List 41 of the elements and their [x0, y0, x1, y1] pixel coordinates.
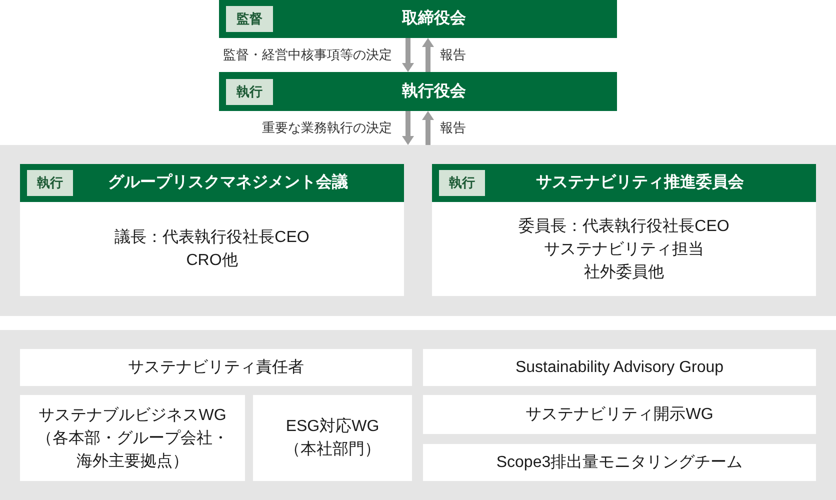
card-text: 社外委員他: [584, 262, 664, 282]
card-title: サステナビリティ推進委員会: [536, 173, 744, 193]
team-name: サステナビリティ開示WG: [526, 405, 714, 425]
card-text: 委員長：代表執行役社長CEO: [518, 216, 730, 236]
role-tag: 執行: [226, 79, 273, 105]
role-tag: 監督: [226, 6, 273, 32]
team-note: （各本部・グループ会社・海外主要拠点）: [36, 428, 230, 472]
team-name: Sustainability Advisory Group: [515, 358, 724, 378]
role-tag: 執行: [27, 170, 73, 196]
team-name: サステナビリティ責任者: [128, 358, 304, 378]
team-card: [423, 349, 816, 386]
header-bar: [219, 72, 617, 111]
team-note: （本社部門）: [284, 440, 380, 460]
card-text: CRO他: [186, 251, 238, 271]
team-card: [423, 444, 816, 481]
edge-label: 報告: [440, 46, 466, 64]
arrow: [422, 38, 434, 72]
team-card: [20, 395, 245, 481]
header-bar: [219, 0, 617, 38]
team-name: Scope3排出量モニタリングチーム: [496, 452, 743, 473]
team-name: サステナブルビジネスWG: [38, 406, 226, 426]
card-title: グループリスクマネジメント会議: [108, 173, 348, 193]
edge-label: 報告: [440, 119, 466, 137]
arrow: [402, 38, 414, 72]
arrow: [422, 111, 434, 145]
committee-card: [20, 164, 404, 296]
committee-card: [432, 164, 816, 296]
card-text: サステナビリティ担当: [544, 240, 704, 260]
role-tag: 執行: [439, 170, 485, 196]
team-name: ESG対応WG: [286, 416, 380, 437]
group-panel: [0, 145, 836, 316]
card-text: 議長：代表執行役社長CEO: [114, 228, 310, 248]
bar-title: 執行役会: [402, 82, 466, 102]
team-card: [253, 395, 412, 481]
team-card: [423, 395, 816, 434]
edge-label: 監督・経営中核事項等の決定: [223, 46, 392, 64]
team-card: [20, 349, 412, 386]
group-panel: [0, 330, 836, 500]
arrow: [402, 111, 414, 145]
bar-title: 取締役会: [402, 9, 466, 29]
edge-label: 重要な業務執行の決定: [262, 119, 392, 137]
